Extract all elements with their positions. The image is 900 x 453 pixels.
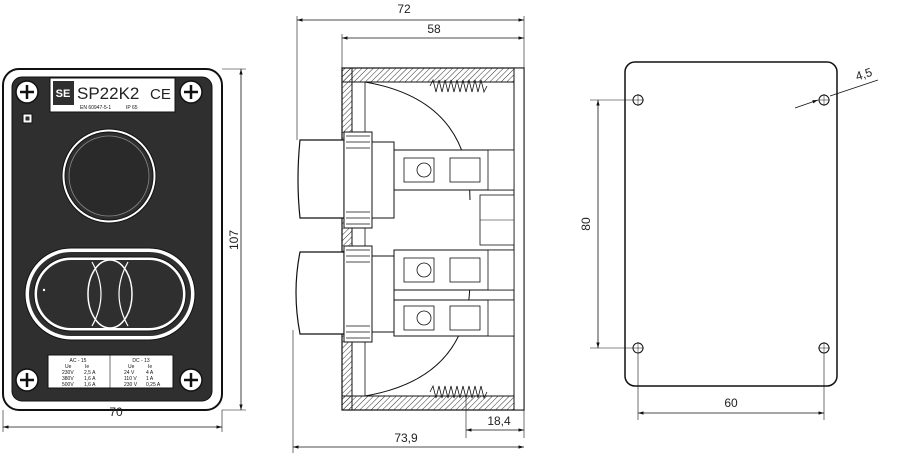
dc-current: 0,25 A	[146, 382, 161, 388]
standard-label: EN 60947-5-1	[80, 105, 111, 111]
double-push-button[interactable]	[37, 260, 183, 328]
screw-icon	[15, 80, 39, 104]
vertical-spacing-dimension: 80	[579, 217, 593, 231]
height-dimension: 107	[227, 230, 241, 250]
ac-voltage: 230V	[62, 370, 74, 376]
top-spring	[429, 78, 488, 94]
side-view: 72 58 18,4 73,9	[292, 2, 525, 453]
ie-label: Ie	[85, 364, 89, 370]
dc-current: 4 A	[146, 370, 154, 376]
width-dimension: 70	[109, 405, 123, 419]
ac-current: 2,5 A	[84, 370, 96, 376]
front-view: SE SP22K2 CE EN 60947-5-1 IP 65 AC - 15 …	[2, 68, 246, 432]
bottom-button-side	[295, 251, 345, 335]
ac-current: 1,6 A	[84, 382, 96, 388]
horizontal-spacing-dimension: 60	[724, 396, 738, 410]
ie-label: Ie	[148, 364, 152, 370]
top-button-side	[297, 139, 345, 219]
ac-voltage: 500V	[62, 382, 74, 388]
ce-mark: CE	[150, 86, 171, 103]
ue-label: Ue	[128, 364, 135, 370]
ac-heading: AC - 15	[70, 358, 87, 364]
dc-current: 1 A	[146, 376, 154, 382]
ip-label: IP 65	[126, 105, 138, 111]
top-push-button[interactable]	[68, 135, 150, 217]
ue-label: Ue	[65, 364, 72, 370]
logo-box	[53, 81, 74, 105]
logo-text: SE	[56, 88, 71, 100]
dc-voltage: 110 V	[124, 376, 137, 382]
back-view: 4,5 80 60	[579, 61, 879, 420]
dc-voltage: 24 V	[124, 370, 135, 376]
ac-voltage: 380V	[62, 376, 74, 382]
back-plate	[624, 61, 838, 387]
screw-icon	[15, 368, 39, 392]
dc-voltage: 230 V	[124, 382, 138, 388]
bottom-spring	[429, 384, 488, 400]
screw-icon	[179, 368, 203, 392]
rating-plate	[47, 354, 174, 389]
total-depth-dimension: 73,9	[394, 431, 418, 445]
hole-diameter-dimension: 4,5	[854, 65, 875, 84]
body-depth-dimension: 58	[427, 22, 441, 36]
overall-width-dimension: 72	[397, 2, 411, 16]
ac-current: 1,6 A	[84, 376, 96, 382]
model-label: SP22K2	[77, 84, 139, 103]
screw-icon	[179, 80, 203, 104]
dc-heading: DC - 13	[132, 358, 149, 364]
enclosure-face	[11, 76, 213, 402]
insert-depth-dimension: 18,4	[487, 414, 511, 428]
